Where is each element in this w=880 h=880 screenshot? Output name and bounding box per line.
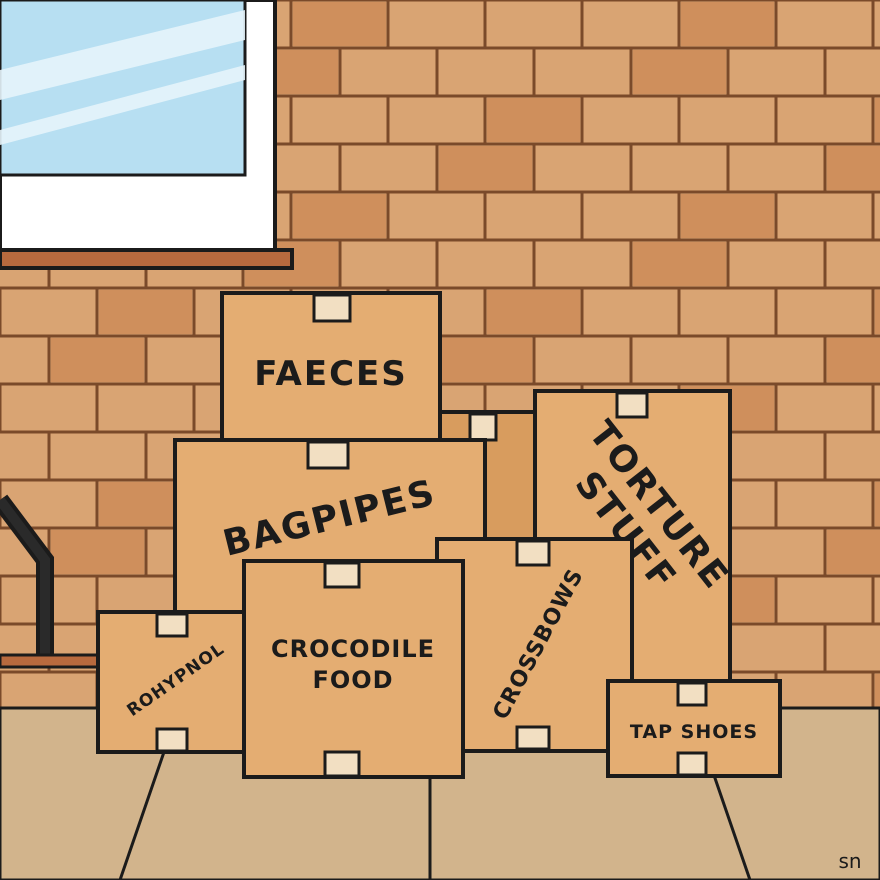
brick xyxy=(99,290,192,334)
brick xyxy=(487,194,580,238)
brick xyxy=(487,98,580,142)
brick xyxy=(342,242,435,286)
brick xyxy=(0,434,47,478)
brick xyxy=(875,290,880,334)
brick xyxy=(875,674,880,718)
brick xyxy=(584,194,677,238)
brick xyxy=(778,386,871,430)
brick xyxy=(633,146,726,190)
brick xyxy=(51,434,144,478)
brick xyxy=(875,2,880,46)
box-label-faeces: FAECES xyxy=(254,354,408,394)
brick xyxy=(875,386,880,430)
brick xyxy=(827,626,880,670)
brick xyxy=(827,434,880,478)
brick xyxy=(875,98,880,142)
brick xyxy=(536,338,629,382)
brick xyxy=(2,290,95,334)
box-crossbows: CROSSBOWS xyxy=(435,537,634,753)
brick xyxy=(342,146,435,190)
box-label-tap-shoes: TAP SHOES xyxy=(630,721,758,743)
brick xyxy=(778,194,871,238)
brick xyxy=(51,530,144,574)
brick xyxy=(584,2,677,46)
brick xyxy=(536,50,629,94)
brick xyxy=(827,530,880,574)
brick xyxy=(390,194,483,238)
box-tap-shoes: TAP SHOES xyxy=(606,679,782,778)
brick xyxy=(827,242,880,286)
brick xyxy=(827,50,880,94)
brick xyxy=(439,50,532,94)
brick xyxy=(875,482,880,526)
brick xyxy=(536,242,629,286)
box-faeces: FAECES xyxy=(220,291,442,445)
brick xyxy=(875,194,880,238)
brick xyxy=(487,2,580,46)
brick xyxy=(681,290,774,334)
brick xyxy=(778,482,871,526)
brick xyxy=(99,386,192,430)
window xyxy=(0,0,294,270)
artist-signature: sn xyxy=(838,849,861,873)
brick xyxy=(730,146,823,190)
brick xyxy=(681,98,774,142)
brick xyxy=(633,242,726,286)
brick xyxy=(2,386,95,430)
brick xyxy=(293,98,386,142)
brick xyxy=(681,194,774,238)
brick xyxy=(730,242,823,286)
brick xyxy=(633,338,726,382)
brick xyxy=(730,626,823,670)
brick xyxy=(778,98,871,142)
box-rohypnol: ROHYPNOL xyxy=(96,610,252,754)
brick xyxy=(390,2,483,46)
brick xyxy=(778,578,871,622)
brick xyxy=(681,2,774,46)
brick xyxy=(439,146,532,190)
box-label-crocodile-line1: CROCODILE xyxy=(271,635,435,663)
brick xyxy=(827,146,880,190)
box-crocodile-food: CROCODILE FOOD xyxy=(242,559,465,779)
brick xyxy=(730,338,823,382)
brick xyxy=(0,338,47,382)
brick xyxy=(778,290,871,334)
window-sill xyxy=(0,248,294,270)
brick xyxy=(875,578,880,622)
brick xyxy=(584,98,677,142)
brick xyxy=(778,2,871,46)
brick xyxy=(730,434,823,478)
brick xyxy=(730,530,823,574)
brick xyxy=(342,50,435,94)
pipe xyxy=(0,494,102,669)
brick xyxy=(293,2,386,46)
brick xyxy=(633,50,726,94)
brick xyxy=(439,242,532,286)
brick xyxy=(439,338,532,382)
brick xyxy=(487,290,580,334)
brick xyxy=(584,290,677,334)
box-label-crocodile-line2: FOOD xyxy=(312,666,393,694)
brick xyxy=(536,146,629,190)
brick xyxy=(51,338,144,382)
brick xyxy=(730,50,823,94)
brick xyxy=(827,338,880,382)
brick xyxy=(293,194,386,238)
brick xyxy=(390,98,483,142)
